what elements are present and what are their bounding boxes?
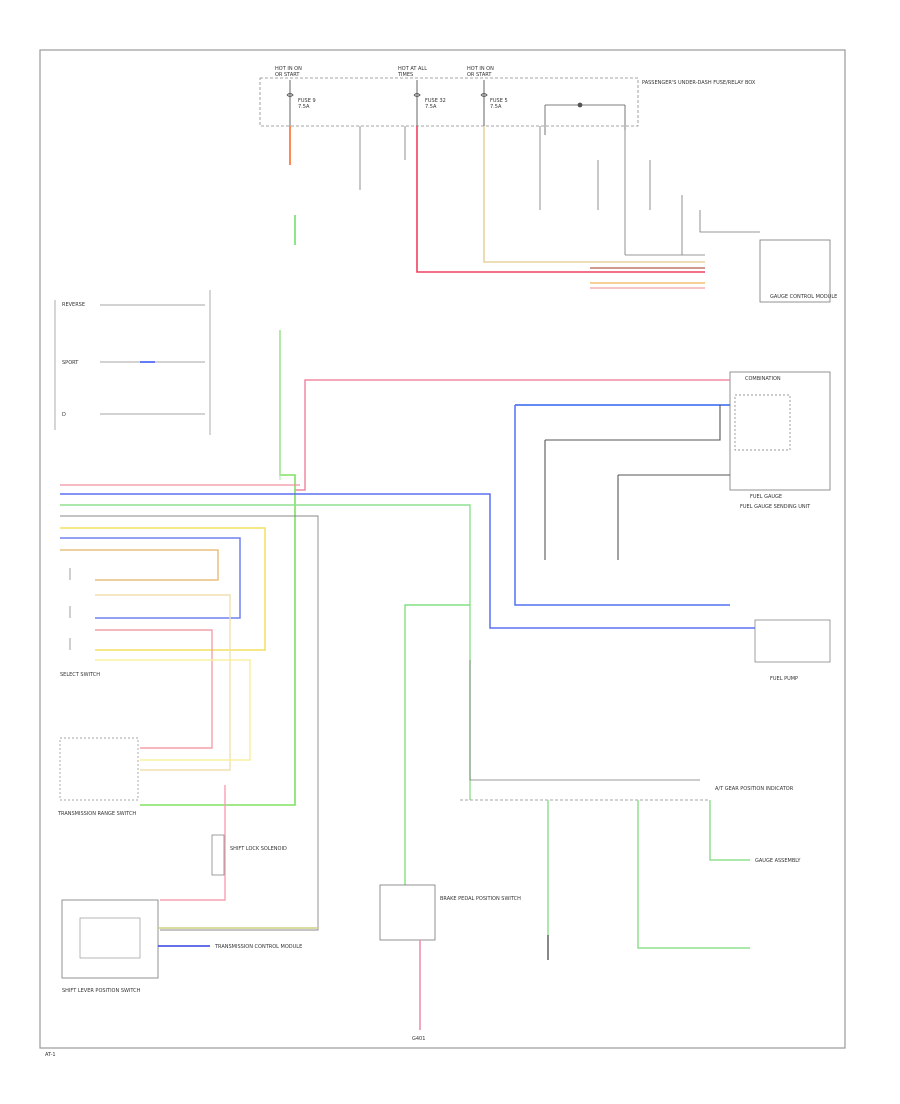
relay-symbol — [544, 102, 626, 135]
gauge-assembly-label: GAUGE ASSEMBLY — [755, 858, 801, 864]
fuel-gauge-label: FUEL GAUGE — [750, 494, 782, 500]
pdb-label: PASSENGER'S UNDER-DASH FUSE/RELAY BOX — [642, 80, 756, 86]
fuel-gauge-inner — [734, 394, 791, 451]
wire-pink-shiftlock — [160, 785, 226, 901]
fuel-pump-box — [754, 619, 831, 663]
combination-meter-box — [729, 371, 831, 491]
diagram-frame — [39, 49, 846, 1049]
harness-violet — [60, 537, 241, 619]
switch-reverse-label: REVERSE — [62, 302, 85, 308]
fuse-left-rating: 7.5A — [298, 104, 310, 110]
fuse-relay-box — [259, 77, 639, 127]
fuel-pump-label: FUEL PUMP — [770, 676, 798, 682]
footer-label: AT-1 — [45, 1052, 56, 1058]
brake-switch-box — [379, 884, 436, 941]
grey-wires-top — [359, 126, 760, 256]
fuse-mid-sub: TIMES — [397, 72, 413, 78]
shift-lever-label: SHIFT LEVER POSITION SWITCH — [62, 988, 141, 994]
harness-blue — [60, 493, 755, 629]
switch-sport-label: SPORT — [62, 360, 79, 366]
wire-blue-fuelpump — [514, 405, 730, 606]
wire-grey-center — [469, 660, 700, 781]
gauge-control-box — [759, 239, 831, 303]
shift-lock-box — [211, 834, 225, 876]
fuse-right-name: FUSE 5 — [490, 98, 508, 104]
fuse-right-top: HOT IN ON — [467, 66, 494, 72]
fuse-mid-top: HOT AT ALL — [398, 66, 427, 72]
ground-label: G401 — [412, 1036, 425, 1042]
harness-yellow — [60, 527, 266, 651]
trans-range-box — [59, 737, 139, 801]
shift-lever-inner — [79, 917, 141, 959]
wire-red-top — [416, 126, 705, 273]
harness-cream — [95, 594, 231, 771]
wire-green-br3 — [709, 800, 750, 861]
harness-tan — [60, 549, 219, 581]
gauge-control-label: GAUGE CONTROL MODULE — [770, 294, 837, 300]
interlock-label: A/T GEAR POSITION INDICATOR — [715, 786, 794, 792]
fuse-mid-name: FUSE 32 — [425, 98, 446, 104]
trans-range-label: TRANSMISSION RANGE SWITCH — [57, 811, 136, 817]
harness-lightyellow — [95, 659, 251, 761]
fuse-right-sub: OR START — [467, 72, 492, 78]
select-label: SELECT SWITCH — [60, 672, 100, 678]
combination-label: COMBINATION — [745, 376, 781, 382]
harness-pink-2 — [95, 629, 213, 749]
transmission-control-label: TRANSMISSION CONTROL MODULE — [214, 944, 302, 950]
harness-grey — [60, 515, 319, 931]
fuel-gauge-sub: FUEL GAUGE SENDING UNIT — [740, 504, 811, 510]
wire-pink-long — [295, 379, 730, 491]
fuse-left-top: HOT IN ON — [275, 66, 302, 72]
fuse-mid-rating: 7.5A — [425, 104, 437, 110]
shift-lever-box — [61, 899, 159, 979]
wire-green-br2 — [637, 800, 750, 949]
grey-wires-gauge — [544, 405, 730, 560]
fuse-right-rating: 7.5A — [490, 104, 502, 110]
fuse-left-sub: OR START — [275, 72, 300, 78]
fuse-symbols — [286, 80, 488, 126]
shift-lock-label: SHIFT LOCK SOLENOID — [230, 846, 287, 852]
wire-tan-top — [483, 126, 705, 263]
fuse-left-name: FUSE 9 — [298, 98, 316, 104]
switch-drive-label: D — [62, 412, 66, 418]
wire-green-center — [404, 604, 470, 885]
brake-switch-label: BRAKE PEDAL POSITION SWITCH — [440, 896, 521, 902]
